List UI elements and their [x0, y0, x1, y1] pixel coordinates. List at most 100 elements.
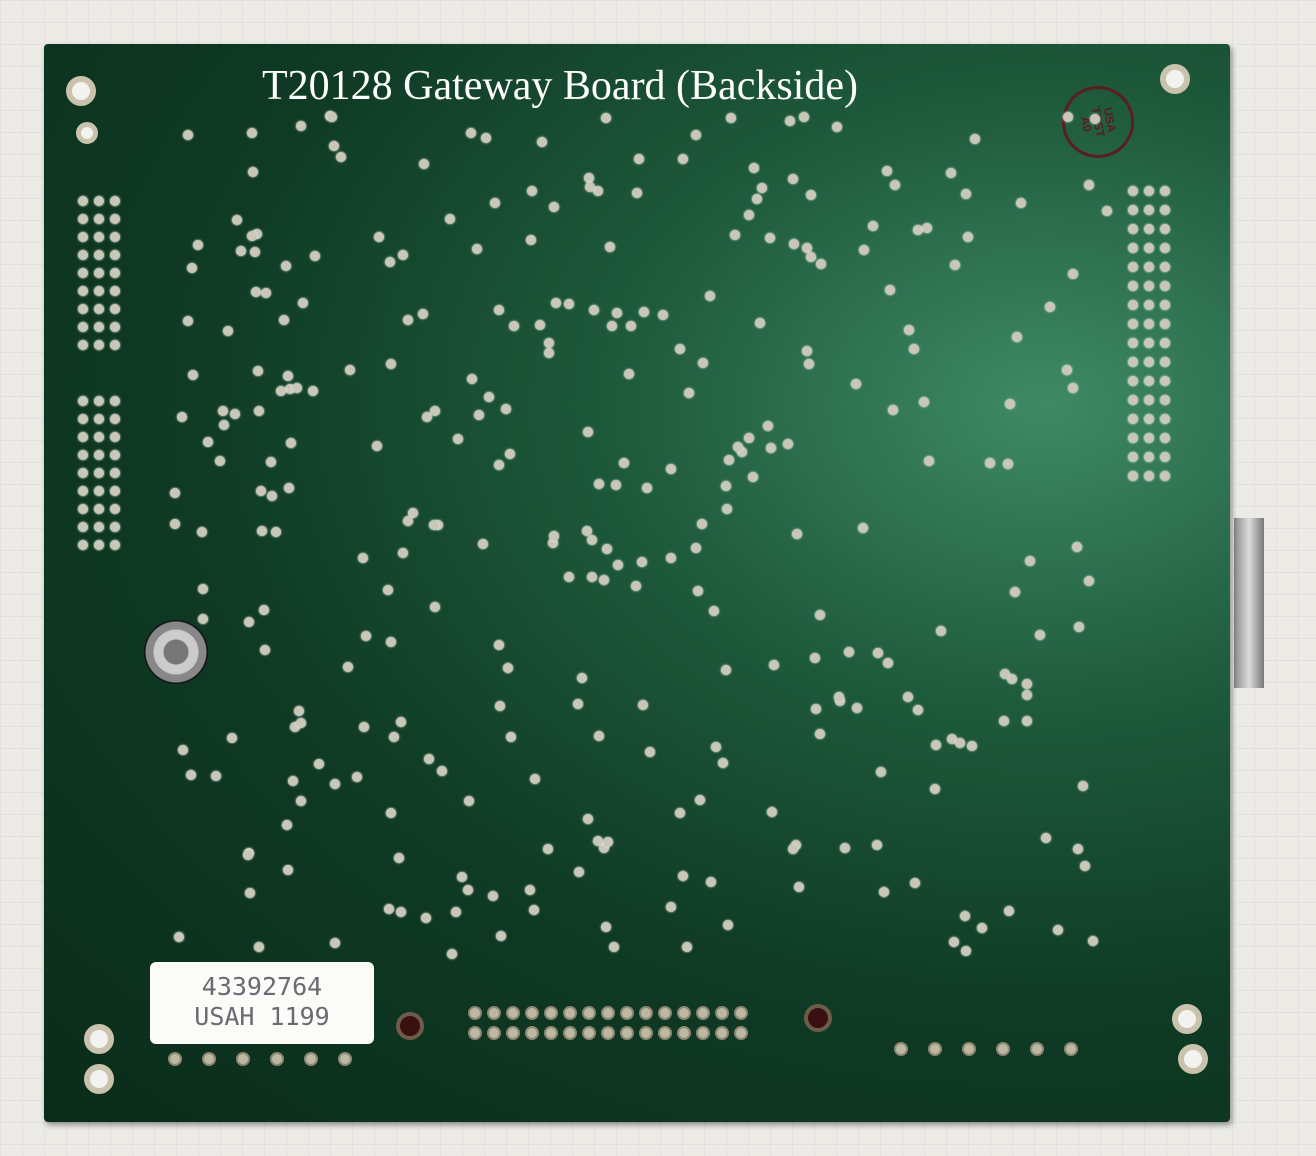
header-pin	[1128, 414, 1138, 424]
solder-joint	[289, 721, 300, 732]
solder-joint	[386, 358, 397, 369]
solder-joint	[690, 543, 701, 553]
solder-joint	[508, 320, 519, 331]
solder-joint	[1078, 780, 1089, 791]
header-pin	[1160, 224, 1170, 234]
header-pin	[1160, 205, 1170, 215]
solder-joint	[801, 242, 812, 253]
solder-joint	[607, 321, 617, 332]
connector-pad	[620, 1026, 634, 1040]
solder-joint	[722, 504, 733, 515]
solder-joint	[1025, 556, 1036, 567]
solder-joint	[494, 701, 505, 712]
solder-joint	[604, 241, 615, 252]
solder-joint	[733, 442, 744, 453]
header-pin	[1128, 433, 1138, 443]
solder-joint	[1022, 679, 1033, 690]
header-pin	[78, 450, 88, 460]
solder-joint	[583, 173, 594, 184]
solder-joint	[908, 344, 919, 355]
connector-pad	[658, 1026, 672, 1040]
header-pin	[1160, 243, 1170, 253]
solder-joint	[396, 906, 407, 917]
solder-joint	[695, 794, 706, 805]
header-pin	[1144, 414, 1154, 424]
solder-joint	[801, 345, 812, 356]
solder-joint	[962, 232, 973, 243]
solder-joint	[236, 245, 247, 256]
solder-joint	[785, 116, 796, 127]
header-pin	[1128, 471, 1138, 481]
solder-joint	[946, 734, 957, 745]
header-pin	[94, 432, 104, 442]
solder-joint	[297, 298, 308, 309]
connector-pad	[563, 1006, 577, 1020]
solder-joint	[1035, 630, 1046, 641]
header-pin	[110, 268, 120, 278]
solder-joint	[278, 314, 289, 325]
solder-joint	[799, 112, 809, 123]
connector-pad	[506, 1006, 520, 1020]
solder-joint	[955, 737, 966, 748]
solder-joint	[223, 325, 234, 336]
connector-pad	[677, 1026, 691, 1040]
solder-joint	[253, 406, 264, 417]
header-pin	[110, 322, 120, 332]
solder-joint	[792, 529, 803, 540]
header-pin	[110, 232, 120, 242]
solder-joint	[173, 931, 184, 942]
connector-pad	[734, 1026, 748, 1040]
solder-joint	[383, 903, 394, 914]
solder-joint	[623, 369, 634, 380]
solder-joint	[359, 721, 370, 732]
solder-joint	[581, 526, 592, 537]
solder-joint	[385, 257, 396, 268]
solder-joint	[789, 239, 800, 250]
solder-joint	[465, 128, 476, 139]
header-pin	[94, 486, 104, 496]
header-pin	[1144, 433, 1154, 443]
solder-joint	[881, 166, 892, 176]
solder-joint	[762, 421, 773, 432]
solder-joint	[487, 891, 498, 902]
header-pin	[94, 340, 104, 350]
header-pin	[78, 214, 88, 224]
solder-joint	[592, 835, 603, 846]
header-pin	[1160, 281, 1170, 291]
solder-joint	[550, 297, 561, 308]
connector-pad	[928, 1042, 942, 1056]
solder-joint	[254, 942, 265, 953]
solder-joint	[450, 907, 461, 918]
solder-joint	[544, 337, 555, 348]
solder-joint	[295, 795, 306, 806]
header-pin	[1160, 395, 1170, 405]
solder-joint	[638, 307, 649, 318]
solder-joint	[394, 852, 405, 863]
connector-pad	[601, 1026, 615, 1040]
solder-joint	[217, 405, 228, 416]
solder-joint	[613, 559, 624, 570]
solder-joint	[188, 370, 199, 381]
solder-joint	[292, 383, 303, 394]
connector-pad	[894, 1042, 908, 1056]
solder-joint	[197, 583, 208, 594]
solder-joint	[418, 158, 429, 169]
solder-joint	[708, 605, 719, 616]
solder-joint	[383, 585, 394, 596]
solder-joint	[806, 190, 817, 201]
connector-pad	[677, 1006, 691, 1020]
solder-joint	[705, 290, 716, 301]
solder-joint	[500, 404, 511, 415]
solder-joint	[594, 730, 605, 741]
solder-joint	[246, 127, 257, 138]
solder-joint	[403, 515, 414, 526]
mounting-hole	[76, 122, 98, 144]
solder-joint	[1088, 936, 1099, 947]
solder-joint	[586, 535, 597, 546]
solder-joint	[251, 228, 262, 239]
solder-joint	[722, 920, 733, 931]
solder-joint	[946, 167, 957, 178]
solder-joint	[192, 239, 203, 250]
connector-pad	[338, 1052, 352, 1066]
solder-joint	[210, 771, 221, 782]
